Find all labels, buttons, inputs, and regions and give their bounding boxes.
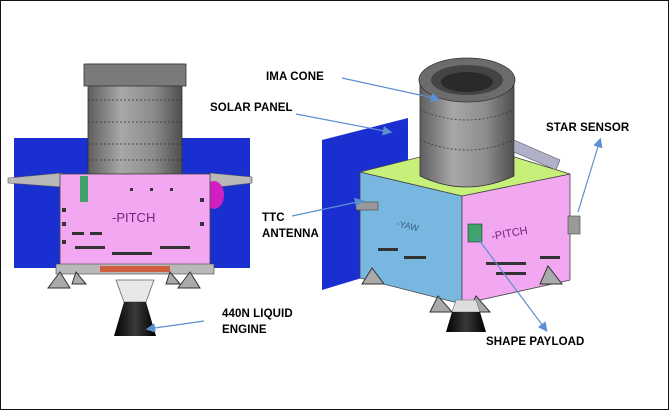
right-ima-cylinder — [418, 57, 516, 188]
label-solar-panel: SOLAR PANEL — [210, 102, 293, 114]
left-ima-cylinder — [83, 63, 187, 175]
arrow-star-sensor — [577, 137, 603, 213]
arrow-shape-payload — [475, 235, 548, 332]
right-shape-payload-box — [467, 223, 483, 243]
left-engine — [114, 279, 156, 336]
label-ttc-antenna: TTC ANTENNA — [262, 212, 319, 240]
label-star-sensor: STAR SENSOR — [546, 122, 630, 134]
arrow-ima-cone — [341, 77, 441, 103]
arrow-engine — [145, 320, 205, 333]
left-spacecraft — [7, 63, 253, 336]
left-landing-legs — [47, 270, 201, 289]
arrow-solar-panel — [295, 113, 393, 136]
right-face-details — [378, 248, 560, 275]
right-landing-legs — [361, 265, 564, 313]
arrow-ttc-antenna — [291, 197, 365, 217]
left-pitch-marking: -PITCH — [112, 210, 155, 225]
callout-arrows — [145, 77, 603, 333]
left-pitch-face — [59, 173, 211, 267]
right-engine — [446, 299, 486, 332]
label-shape-payload: SHAPE PAYLOAD — [486, 336, 585, 348]
left-face-details — [62, 176, 204, 255]
right-spacecraft — [322, 57, 581, 332]
right-ttc-stub — [355, 201, 379, 211]
label-ima-cone: IMA CONE — [266, 71, 324, 83]
label-engine: 440N LIQUID ENGINE — [222, 308, 293, 336]
right-star-sensor — [513, 139, 581, 235]
